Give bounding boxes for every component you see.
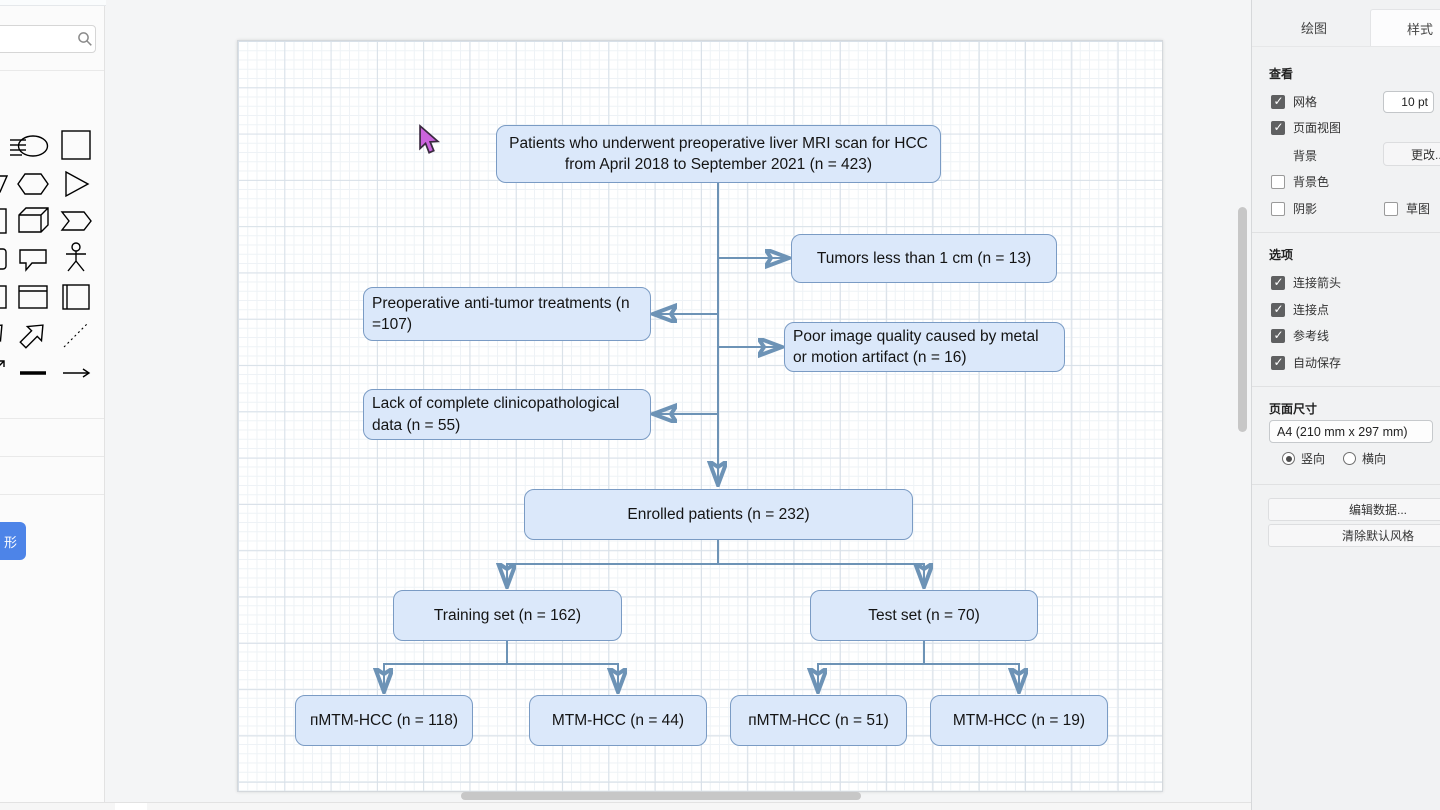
node-enrolled[interactable]: Enrolled patients (n = 232): [524, 489, 913, 540]
tab-style[interactable]: 样式: [1370, 9, 1440, 46]
shape-actor[interactable]: [60, 241, 92, 273]
page-view-checkbox[interactable]: [1271, 120, 1285, 135]
connection-points-label: 连接点: [1293, 303, 1330, 317]
sidebar-divider: [0, 70, 104, 71]
vertical-scrollbar[interactable]: [1238, 207, 1247, 432]
autosave-checkbox[interactable]: [1271, 355, 1285, 370]
sketch-checkbox[interactable]: [1384, 201, 1398, 216]
section-view: 查看: [1269, 67, 1294, 81]
background-color-row: 背景色: [1271, 173, 1329, 190]
shape-rounded-rectangle[interactable]: [0, 243, 8, 275]
clear-default-style-button[interactable]: 清除默认风格: [1268, 524, 1440, 547]
section-page-size: 页面尺寸: [1269, 402, 1318, 416]
shapes-sidebar: 形: [0, 6, 105, 802]
page-view-row: 页面视图: [1271, 119, 1341, 136]
shape-callout[interactable]: [17, 243, 49, 275]
node-tumors-small[interactable]: Tumors less than 1 cm (n = 13): [791, 234, 1057, 283]
shape-thin-arrow[interactable]: [60, 357, 92, 389]
landscape-label: 横向: [1362, 452, 1387, 466]
node-test-set[interactable]: Test set (n = 70): [810, 590, 1038, 641]
node-nmtm-train[interactable]: пMTM-HCC (n = 118): [295, 695, 473, 746]
shape-triangle[interactable]: [60, 168, 92, 200]
orientation-radio-group: 竖向 横向: [1282, 450, 1386, 467]
page-view-label: 页面视图: [1293, 121, 1342, 135]
shape-cube[interactable]: [17, 205, 49, 237]
node-nmtm-test[interactable]: пMTM-HCC (n = 51): [730, 695, 907, 746]
tab-underline: [1252, 46, 1440, 47]
grid-size-stepper[interactable]: ▲ ▼: [1435, 91, 1440, 113]
landscape-radio[interactable]: [1343, 452, 1357, 465]
shape-bidirectional-arrow[interactable]: [0, 319, 8, 351]
panel-divider: [1252, 484, 1440, 485]
panel-divider: [1252, 232, 1440, 233]
shape-ellipse[interactable]: [17, 130, 49, 162]
background-change-button[interactable]: 更改...: [1383, 142, 1440, 166]
shape-arrow-northeast[interactable]: [17, 319, 49, 351]
sketch-label: 草图: [1406, 202, 1431, 216]
grid-size-input[interactable]: [1383, 91, 1434, 113]
sketch-row: 草图: [1384, 200, 1430, 217]
background-color-label: 背景色: [1293, 175, 1330, 189]
guides-label: 参考线: [1293, 329, 1330, 343]
shape-vertical-container[interactable]: [60, 281, 92, 313]
guides-checkbox[interactable]: [1271, 328, 1285, 343]
shape-step[interactable]: [60, 205, 92, 237]
shadow-row: 阴影: [1271, 200, 1317, 217]
connection-points-checkbox[interactable]: [1271, 302, 1285, 317]
node-mri-patients[interactable]: Patients who underwent preoperative live…: [496, 125, 941, 183]
node-training-set[interactable]: Training set (n = 162): [393, 590, 622, 641]
sidebar-divider: [0, 494, 104, 495]
mouse-cursor: [419, 124, 441, 154]
page-tab[interactable]: [115, 803, 147, 810]
portrait-radio[interactable]: [1282, 452, 1295, 465]
shape-container[interactable]: [17, 281, 49, 313]
shape-hexagon[interactable]: [17, 168, 49, 200]
node-lack-data[interactable]: Lack of complete clinicopathological dat…: [363, 389, 651, 440]
drawing-canvas[interactable]: Patients who underwent preoperative live…: [106, 0, 1251, 810]
shadow-checkbox[interactable]: [1271, 201, 1285, 216]
connection-points-row: 连接点: [1271, 301, 1329, 318]
more-shapes-button[interactable]: 形: [0, 522, 26, 560]
node-preop-treatments[interactable]: Preoperative anti-tumor treatments (n =1…: [363, 287, 651, 341]
shadow-label: 阴影: [1293, 202, 1318, 216]
grid-checkbox-row: 网格: [1271, 93, 1317, 110]
shape-cylinder[interactable]: [0, 205, 8, 237]
autosave-label: 自动保存: [1293, 356, 1342, 370]
shape-square[interactable]: [60, 129, 92, 161]
connection-arrows-row: 连接箭头: [1271, 274, 1341, 291]
shape-search-input[interactable]: [0, 25, 96, 53]
horizontal-scrollbar[interactable]: [461, 792, 861, 800]
node-mtm-train[interactable]: MTM-HCC (n = 44): [529, 695, 707, 746]
search-icon: [78, 32, 92, 46]
autosave-row: 自动保存: [1271, 354, 1341, 371]
shape-bold-line[interactable]: [17, 357, 49, 389]
format-panel: 绘图 样式 查看 网格 ▲ ▼ 页面视图 背景 更改... 背景色 阴影 草图 …: [1251, 0, 1440, 810]
edit-data-button[interactable]: 编辑数据...: [1268, 498, 1440, 521]
footer-bar: [0, 802, 1440, 810]
grid-label: 网格: [1293, 95, 1318, 109]
node-poor-image[interactable]: Poor image quality caused by metal or mo…: [784, 322, 1065, 372]
guides-row: 参考线: [1271, 327, 1329, 344]
background-color-checkbox[interactable]: [1271, 174, 1285, 189]
shape-directional-arrow[interactable]: [0, 357, 8, 389]
shape-dashed-line[interactable]: [60, 319, 92, 351]
panel-divider: [1252, 386, 1440, 387]
grid-checkbox[interactable]: [1271, 94, 1285, 109]
connection-arrows-label: 连接箭头: [1293, 276, 1342, 290]
page-size-select[interactable]: A4 (210 mm x 297 mm): [1269, 420, 1433, 443]
shape-parallelogram[interactable]: [0, 168, 9, 200]
section-options: 选项: [1269, 248, 1294, 262]
sidebar-divider: [0, 456, 104, 457]
sidebar-divider: [0, 418, 104, 419]
portrait-label: 竖向: [1301, 452, 1326, 466]
shape-rectangle[interactable]: [0, 281, 8, 313]
tab-diagram[interactable]: 绘图: [1300, 21, 1327, 36]
background-label: 背景: [1293, 149, 1318, 163]
connection-arrows-checkbox[interactable]: [1271, 275, 1285, 290]
node-mtm-test[interactable]: MTM-HCC (n = 19): [930, 695, 1108, 746]
